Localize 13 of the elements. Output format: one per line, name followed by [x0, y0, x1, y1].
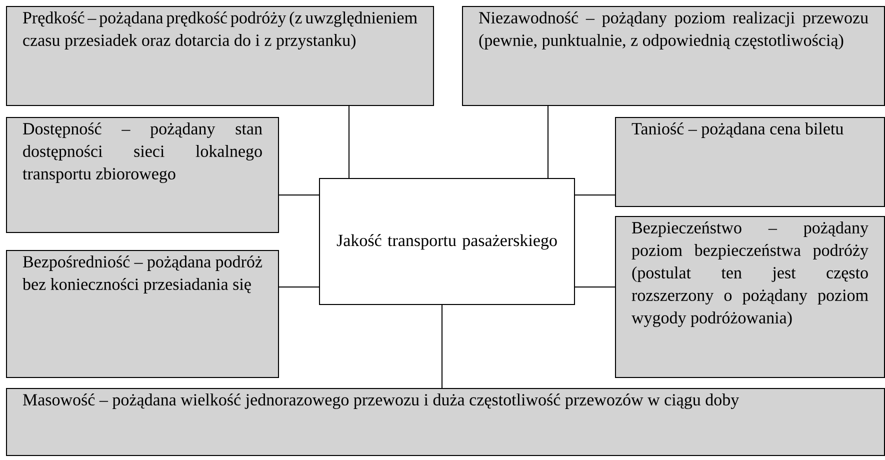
central-box: Jakość transportu pasażerskiego — [319, 178, 575, 305]
text-box: Bezpieczeństwo – pożądany poziom bezpieczeństwa podróży (postulat ten jest często rozszerzony o pożądany poziom wygody podróżowania) — [615, 216, 885, 378]
text-box: Taniość – pożądana cena biletu — [615, 117, 885, 207]
connector-line — [574, 286, 616, 288]
text-box: Niezawodność – pożądany poziom realizacji przewozu (pewnie, punktualnie, z odpowiednią częstotliwością) — [462, 6, 885, 106]
connector-line — [348, 106, 350, 178]
text-box: Masowość – pożądana wielkość jednorazowego przewozu i duża częstotliwość przewozów w ciągu doby — [6, 388, 885, 456]
connector-line — [278, 194, 320, 196]
text-box: Bezpośredniość – pożądana podróż bez konieczności przesiadania się — [6, 250, 279, 378]
text-box: Dostępność – pożądany stan dostępności sieci lokalnego transportu zbiorowego — [6, 117, 279, 233]
text-box: Prędkość – pożądana prędkość podróży (z uwzględnieniem czasu przesiadek oraz dotarcia do i z przystanku) — [6, 6, 434, 106]
connector-line — [278, 286, 320, 288]
connector-line — [574, 194, 616, 196]
